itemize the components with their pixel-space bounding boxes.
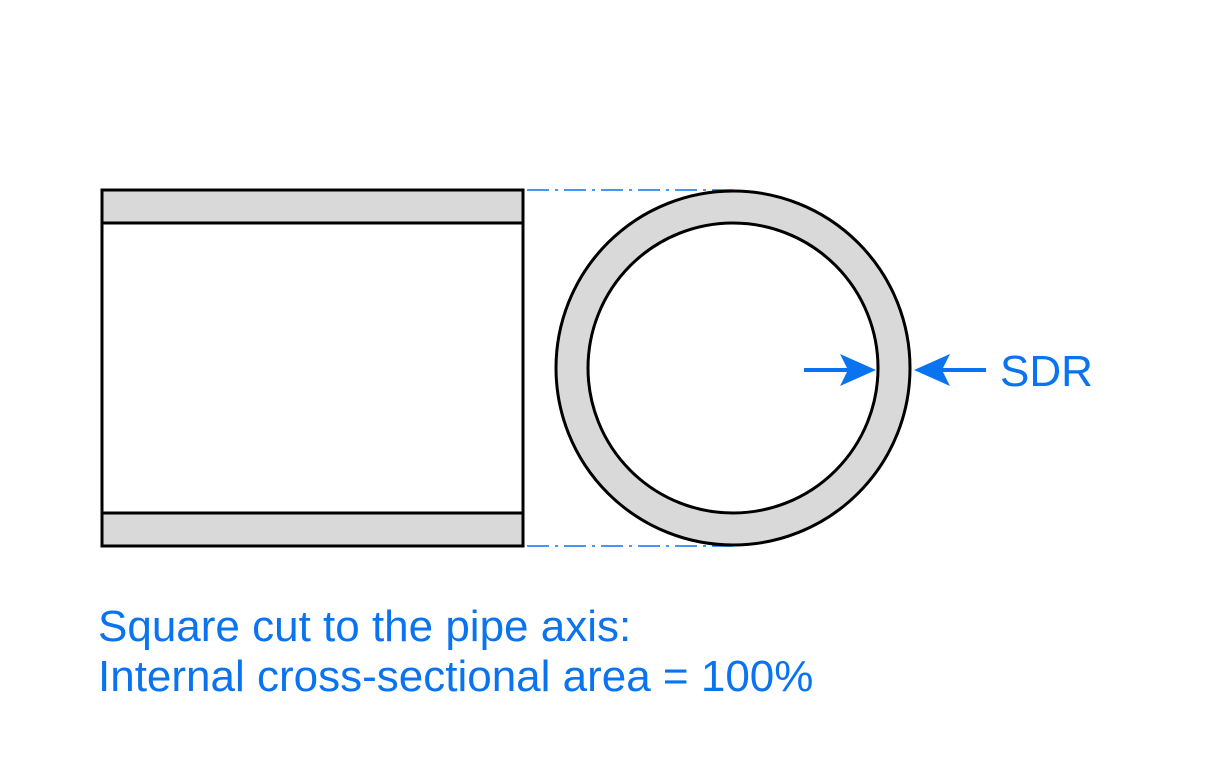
caption-line-2: Internal cross-sectional area = 100% xyxy=(98,652,814,701)
wall-thickness-arrows xyxy=(804,354,986,386)
arrow-left-icon xyxy=(914,354,986,386)
pipe-bottom-wall xyxy=(100,511,525,548)
caption: Square cut to the pipe axis: Internal cr… xyxy=(98,602,813,702)
pipe-side-view xyxy=(100,188,525,548)
pipe-cross-section xyxy=(554,189,912,547)
sdr-label: SDR xyxy=(1000,347,1093,396)
projection-lines xyxy=(527,189,733,547)
pipe-inner-circle xyxy=(586,221,880,515)
arrow-right-icon xyxy=(804,354,876,386)
caption-line-1: Square cut to the pipe axis: xyxy=(98,602,632,651)
pipe-top-wall xyxy=(100,188,525,225)
pipe-side-outline xyxy=(100,188,525,548)
